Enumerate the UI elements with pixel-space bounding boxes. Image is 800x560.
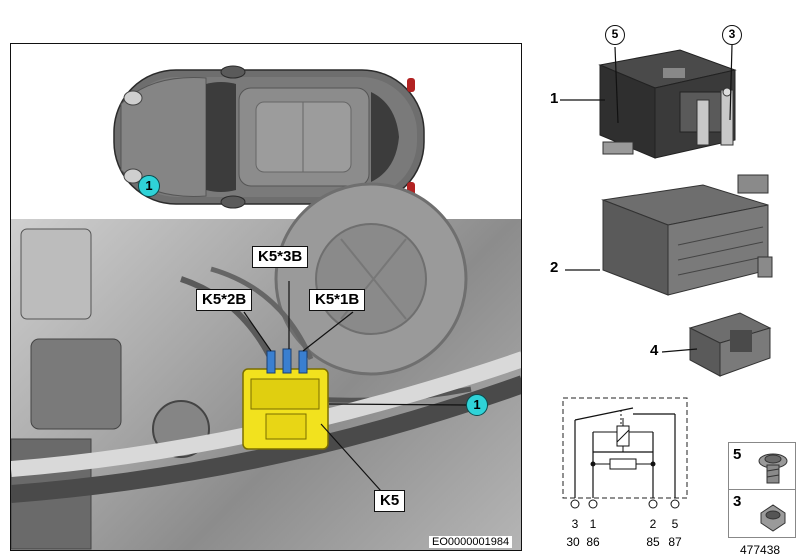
vehicle-top-view-area: 1: [11, 44, 521, 219]
nut-icon: [760, 504, 786, 532]
hardware-screw-number: 5: [733, 446, 742, 463]
vehicle-top-view: [113, 65, 425, 209]
label-k5-3b: K5*3B: [252, 246, 309, 268]
label-k5-1b: K5*1B: [309, 289, 366, 311]
diagram-id: EO0000001984: [429, 536, 513, 548]
part-number-relay: 1: [550, 90, 559, 107]
relay-wiring-schematic: [562, 397, 688, 509]
pin-label-top-5: 5: [671, 517, 679, 531]
pin-label-bottom-87: 87: [668, 535, 682, 549]
hardware-box: 5 3: [728, 442, 796, 538]
cover-part-illustration: [688, 312, 772, 377]
image-number: 477438: [740, 543, 781, 557]
hardware-divider: [729, 489, 795, 490]
pin-label-top-3: 3: [571, 517, 579, 531]
pin-label-bottom-85: 85: [646, 535, 660, 549]
relay-location-marker: 1: [466, 394, 488, 416]
bracket-leader-line: [565, 269, 600, 271]
cover-leader-line: [661, 348, 698, 353]
relay-leader-lines: [560, 46, 619, 124]
pin-label-top-2: 2: [649, 517, 657, 531]
label-k5: K5: [374, 490, 406, 512]
relay-pin-3-marker: 3: [722, 25, 742, 45]
relay-part-illustration: [598, 49, 737, 159]
engine-bay-photo: K5*3B K5*2B K5*1B K5 1 EO0000001984: [11, 182, 521, 550]
hardware-nut-number: 3: [733, 493, 742, 510]
pin-label-top-1: 1: [589, 517, 597, 531]
installation-location-frame: 1: [10, 43, 522, 551]
vehicle-location-marker: 1: [138, 175, 160, 197]
bracket-part-illustration: [601, 174, 773, 296]
relay-pin-5-marker: 5: [605, 25, 625, 45]
pin-label-bottom-86: 86: [586, 535, 600, 549]
pin-label-bottom-30: 30: [566, 535, 580, 549]
screw-icon: [758, 453, 788, 484]
engine-bay-illustration: [11, 182, 521, 550]
part-number-bracket: 2: [550, 259, 559, 276]
part-number-cover: 4: [650, 342, 659, 359]
relay-pin-3-leader: [729, 44, 733, 121]
label-k5-2b: K5*2B: [196, 289, 253, 311]
